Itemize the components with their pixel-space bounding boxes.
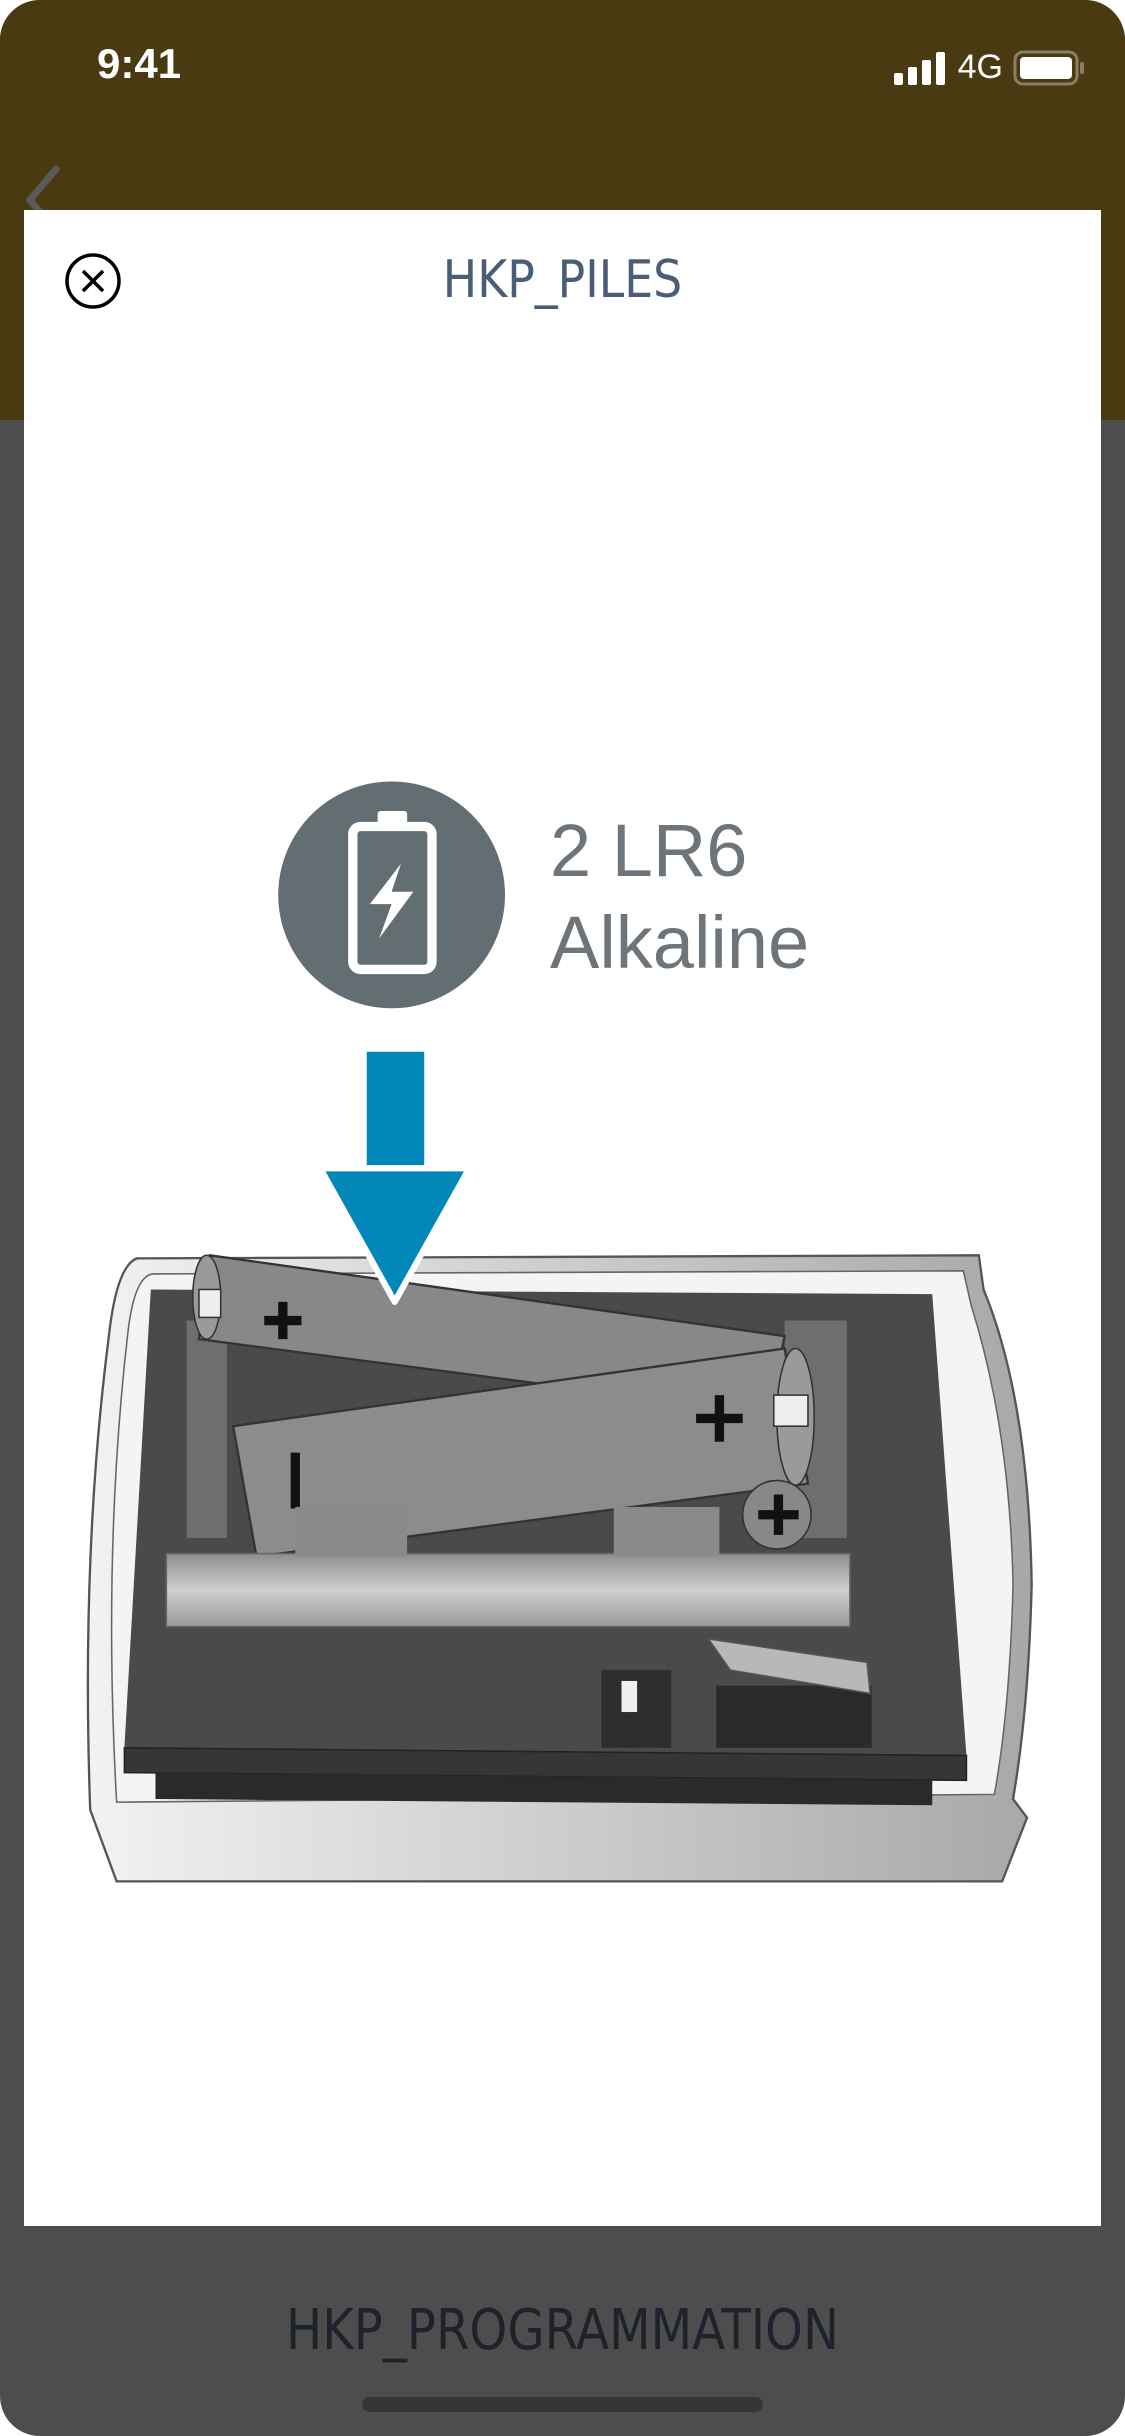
battery-status-icon <box>1013 50 1084 85</box>
network-type: 4G <box>957 48 1003 86</box>
status-icons: 4G <box>893 48 1085 87</box>
home-indicator[interactable] <box>362 2397 763 2412</box>
modal-title: HKP_PILES <box>442 250 683 310</box>
battery-info-modal: HKP_PILES <box>24 210 1101 2226</box>
background-page-title: HKP_PROGRAMMATION <box>286 2298 839 2363</box>
battery-type-label: 2 LR6 <box>550 809 748 892</box>
close-icon[interactable] <box>64 252 122 310</box>
status-time: 9:41 <box>97 40 182 87</box>
signal-icon <box>893 51 945 85</box>
battery-chemistry-label: Alkaline <box>550 901 810 984</box>
